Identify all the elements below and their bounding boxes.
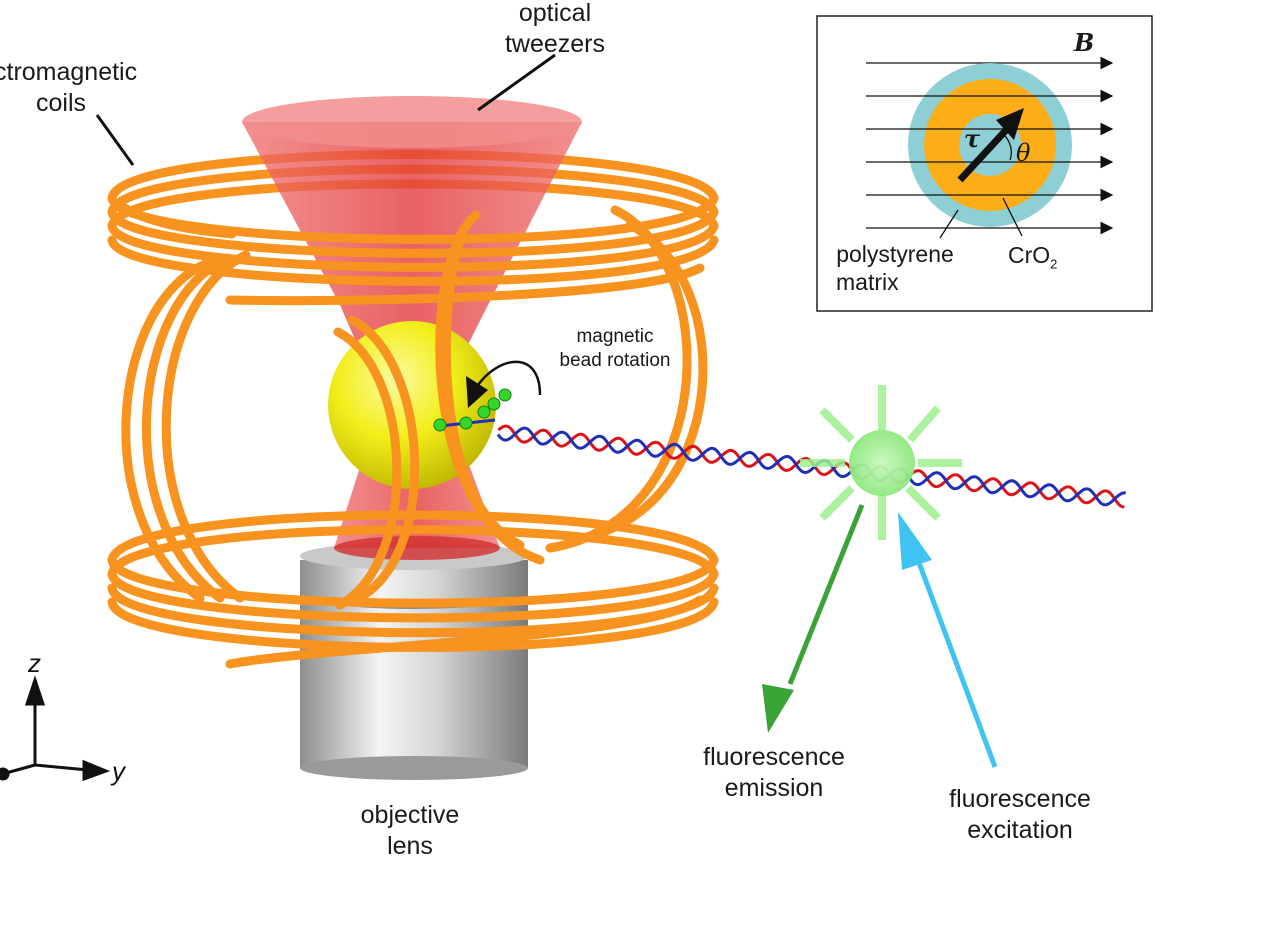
- objective-lens-label: objective lens: [360, 801, 460, 861]
- field-symbol: B: [1074, 28, 1095, 57]
- bead-linkers: [433, 388, 512, 432]
- objective-lens: [299, 542, 529, 780]
- bottom-coil: [107, 510, 719, 669]
- z-axis-label: z: [28, 648, 41, 678]
- fluorescence-excitation-label: fluorescence excitation: [949, 785, 1091, 845]
- rotation-arrow: [476, 360, 542, 396]
- leader-lines: [95, 53, 556, 166]
- optical-tweezers-label: optical tweezers: [504, 0, 606, 59]
- torque-symbol: τ: [964, 124, 981, 153]
- fluorophore: [800, 385, 962, 540]
- y-axis-label: y: [112, 756, 125, 786]
- coils-label: ctromagnetic coils: [0, 58, 138, 118]
- cro2-label: CrO2: [1008, 242, 1058, 272]
- dna-strand-blue: [496, 426, 1127, 507]
- angle-symbol: θ: [1016, 139, 1031, 167]
- dna-molecule: [439, 418, 1127, 509]
- bead-rotation-label: magnetic bead rotation: [559, 326, 671, 371]
- emission-arrow: [762, 504, 865, 733]
- torque-arrowhead-icon: [996, 108, 1024, 140]
- axes: [0, 675, 111, 782]
- polystyrene-matrix-label: polystyrene matrix: [836, 241, 954, 295]
- top-coil-front: [107, 193, 719, 306]
- inset-panel: [816, 15, 1153, 312]
- fluorescence-emission-label: fluorescence emission: [703, 743, 845, 803]
- excitation-arrow: [898, 512, 998, 768]
- rotation-arrowhead-icon: [466, 376, 488, 408]
